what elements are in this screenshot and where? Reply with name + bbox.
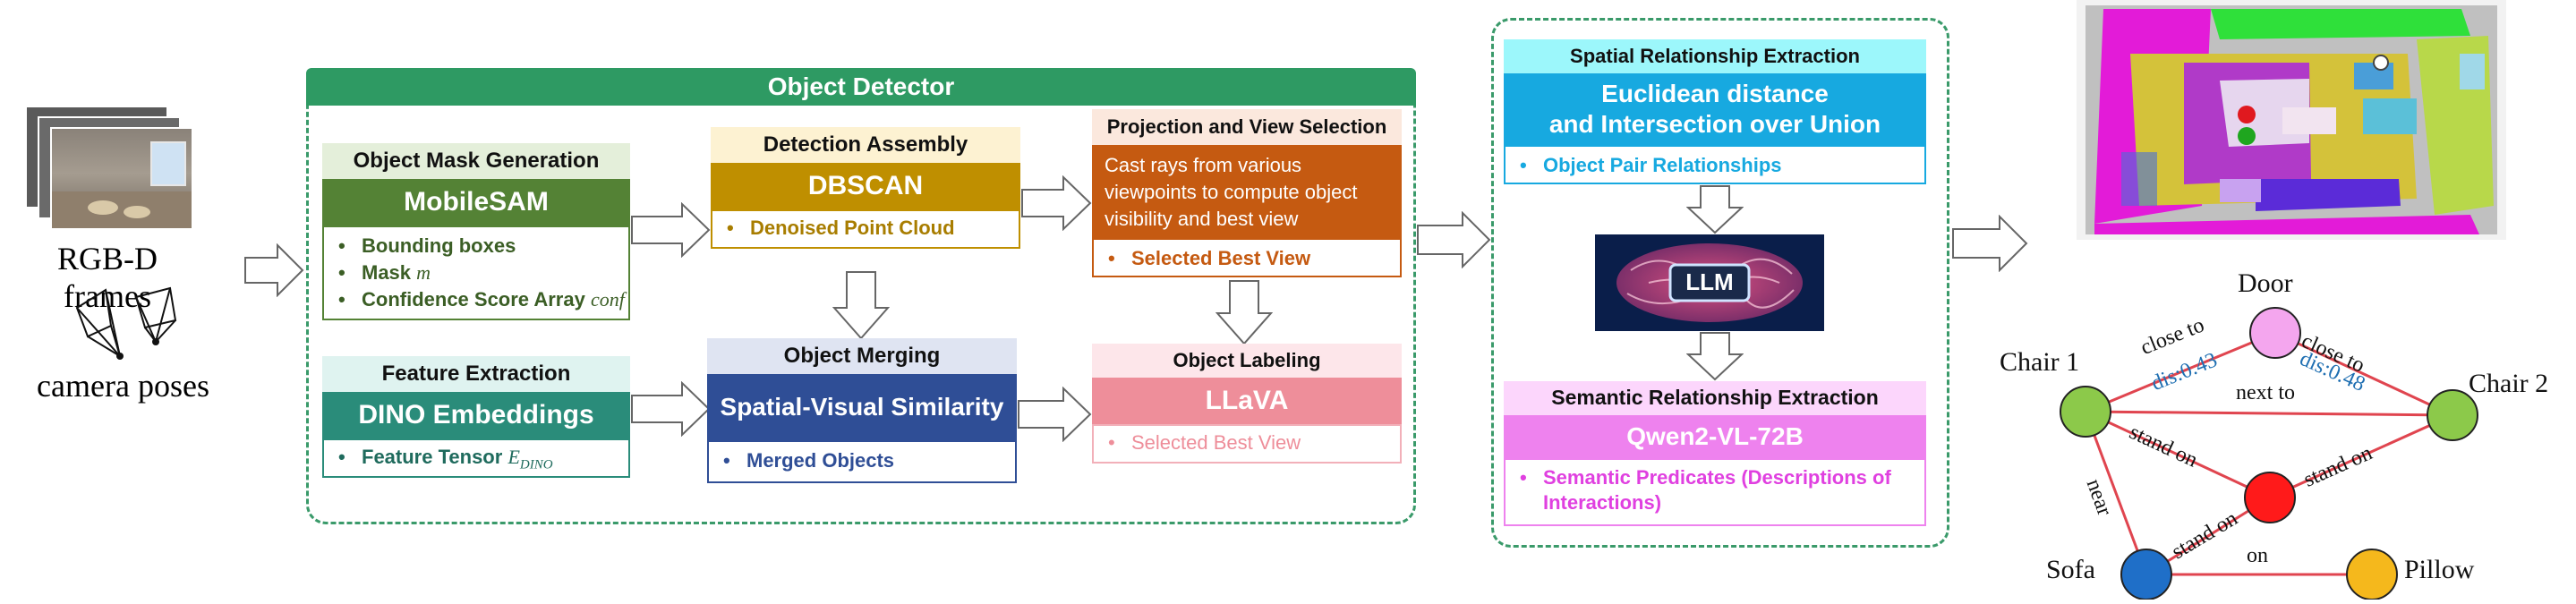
dbscan-label: DBSCAN <box>711 163 1020 209</box>
room-window <box>150 141 186 186</box>
room-floor <box>52 191 192 228</box>
bullet-object-pair-relationships: •Object Pair Relationships <box>1520 154 1782 176</box>
room-ottoman <box>88 200 118 215</box>
edge-chair1-sofa <box>2084 411 2148 575</box>
node-red-object <box>2244 472 2296 523</box>
node-label-door: Door <box>2238 268 2293 298</box>
object-detector-title: Object Detector <box>306 68 1416 106</box>
bullet-confidence: •Confidence Score Array conf <box>338 288 625 311</box>
bullet-denoised-point-cloud: •Denoised Point Cloud <box>727 217 955 239</box>
object-merging-outputs: •Merged Objects <box>707 440 1017 483</box>
conf-symbol: conf <box>590 288 625 311</box>
edge-label-next-to: next to <box>2236 381 2295 404</box>
edge-label-on: on <box>2247 544 2268 567</box>
spatial-outputs: •Object Pair Relationships <box>1504 145 1926 184</box>
arrow-relationships-to-output <box>1951 215 2028 272</box>
camera-poses-icon <box>70 281 183 367</box>
rgbd-frames-stack <box>25 106 204 240</box>
arrow-features-to-merging <box>630 381 711 437</box>
object-labeling-outputs: •Selected Best View <box>1092 424 1402 464</box>
bullet-feature-tensor: •Feature Tensor EDINO <box>338 446 553 472</box>
bullet-labeling-best-view: •Selected Best View <box>1108 431 1301 454</box>
projection-description: Cast rays from various viewpoints to com… <box>1092 145 1402 238</box>
node-label-pillow: Pillow <box>2404 555 2475 584</box>
semantic-outputs: •Semantic Predicates (Descriptions of In… <box>1504 458 1926 526</box>
edge-chair1-door <box>2085 331 2276 413</box>
node-label-sofa: Sofa <box>2046 555 2095 584</box>
room-ottoman <box>124 206 150 218</box>
node-pillow <box>2346 549 2398 600</box>
segmented-point-cloud <box>2077 0 2506 240</box>
object-labeling-header: Object Labeling <box>1092 344 1402 378</box>
arrow-projection-to-labeling <box>1215 279 1273 345</box>
feature-extraction-header: Feature Extraction <box>322 356 630 392</box>
spatial-visual-similarity-label: Spatial-Visual Similarity <box>707 374 1017 440</box>
bullet-mask: •Mask m <box>338 261 431 284</box>
llm-label: LLM <box>1685 268 1734 296</box>
dino-embeddings-label: DINO Embeddings <box>322 392 630 438</box>
semantic-relationship-header: Semantic Relationship Extraction <box>1504 381 1926 415</box>
feature-tensor-symbol: EDINO <box>508 446 553 472</box>
arrow-merging-to-labeling <box>1017 387 1092 442</box>
frame-front <box>50 127 193 230</box>
arrow-llm-to-semantic <box>1686 331 1744 381</box>
arrow-assembly-to-merging <box>832 270 890 340</box>
node-label-chair-2: Chair 2 <box>2469 369 2549 398</box>
bullet-selected-best-view: •Selected Best View <box>1108 247 1311 269</box>
node-chair-2 <box>2427 389 2478 441</box>
projection-header: Projection and View Selection <box>1092 109 1402 145</box>
llava-label: LLaVA <box>1092 378 1402 424</box>
bullet-merged-objects: •Merged Objects <box>723 449 895 472</box>
llm-brain-image: LLM <box>1595 234 1824 331</box>
relationship-panel <box>1491 18 1949 548</box>
mask-generation-header: Object Mask Generation <box>322 143 630 179</box>
arrow-assembly-to-projection <box>1020 175 1092 231</box>
edge-door-chair2 <box>2274 331 2453 417</box>
arrow-mask-to-assembly <box>630 202 711 258</box>
scene-graph: Door Chair 1 Chair 2 Sofa Pillow close t… <box>1969 242 2576 600</box>
spatial-model-label: Euclidean distance and Intersection over… <box>1504 73 1926 145</box>
mask-generation-outputs: •Bounding boxes •Mask m •Confidence Scor… <box>322 225 630 320</box>
bullet-bounding-boxes: •Bounding boxes <box>338 234 516 257</box>
detection-assembly-header: Detection Assembly <box>711 127 1020 163</box>
spatial-relationship-header: Spatial Relationship Extraction <box>1504 39 1926 73</box>
spatial-model-line2: and Intersection over Union <box>1548 110 1881 138</box>
edge-chair1-chair2 <box>2085 410 2453 417</box>
edge-chair1-red <box>2085 410 2271 499</box>
arrow-spatial-to-llm <box>1686 184 1744 234</box>
node-door <box>2249 307 2301 359</box>
object-merging-header: Object Merging <box>707 338 1017 374</box>
feature-extraction-outputs: •Feature Tensor EDINO <box>322 438 630 478</box>
node-chair-1 <box>2060 386 2111 438</box>
spatial-model-line1: Euclidean distance <box>1601 80 1829 108</box>
node-label-chair-1: Chair 1 <box>2000 347 2080 377</box>
camera-poses-label: camera poses <box>37 368 209 404</box>
node-sofa <box>2120 549 2172 600</box>
mask-symbol: m <box>416 261 431 284</box>
detection-assembly-outputs: •Denoised Point Cloud <box>711 209 1020 249</box>
edge-chair2-red <box>2269 413 2453 499</box>
mobilesam-label: MobileSAM <box>322 179 630 225</box>
qwen-label: Qwen2-VL-72B <box>1504 415 1926 458</box>
bullet-semantic-predicates: •Semantic Predicates (Descriptions of In… <box>1520 466 1891 514</box>
projection-outputs: •Selected Best View <box>1092 238 1402 277</box>
arrow-detector-to-relationships <box>1416 211 1491 268</box>
arrow-inputs-to-detector <box>243 243 304 297</box>
